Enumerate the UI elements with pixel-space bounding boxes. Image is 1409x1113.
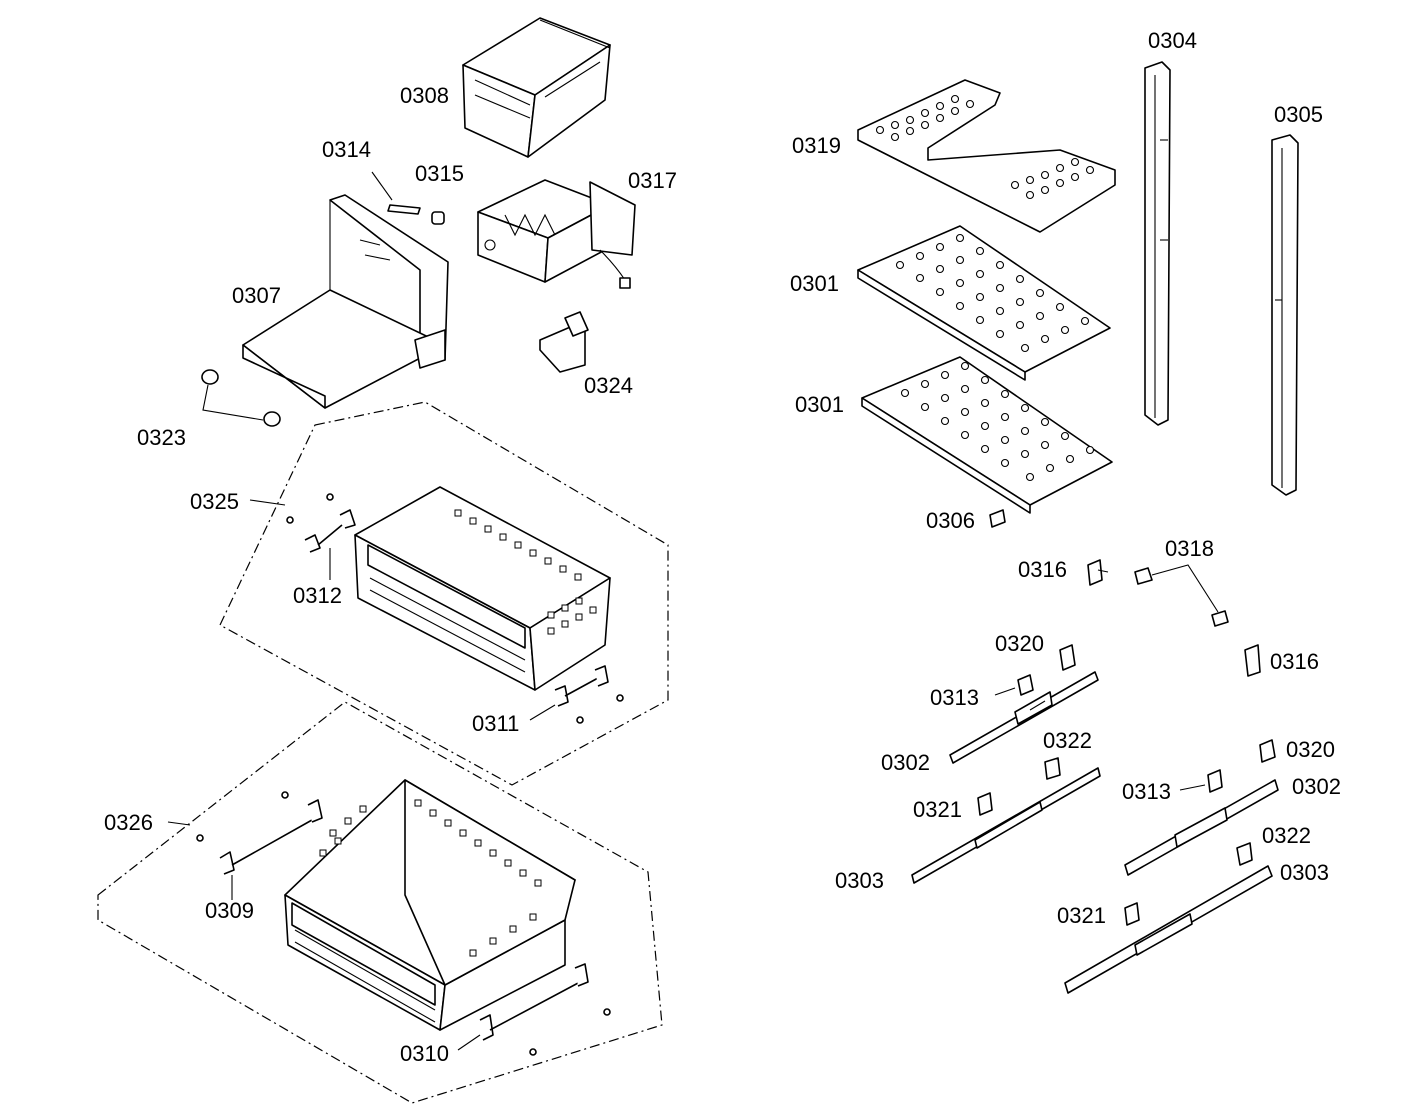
part-0305-vertical-rail: [1271, 134, 1299, 496]
part-0308-ice-container: [462, 17, 611, 158]
part-0317-ice-maker: [477, 179, 636, 289]
label-0324: 0324: [584, 373, 633, 398]
label-0316-right: 0316: [1270, 649, 1319, 674]
label-0310: 0310: [400, 1041, 449, 1066]
label-0320-right: 0320: [1286, 737, 1335, 762]
label-0325: 0325: [190, 489, 239, 514]
label-0302-left: 0302: [881, 750, 930, 775]
part-0319-notched-shelf: [857, 79, 1116, 233]
label-0318: 0318: [1165, 536, 1214, 561]
part-0316-clip-right: [1244, 644, 1261, 677]
label-0312: 0312: [293, 583, 342, 608]
part-0318-clip-b: [1211, 610, 1229, 627]
part-0309-drawer-slide: [196, 791, 323, 900]
label-0309: 0309: [205, 898, 254, 923]
label-0306: 0306: [926, 508, 975, 533]
part-0301-shelf-lower: [861, 356, 1113, 514]
part-0320-slide-clip-right: [1259, 739, 1276, 763]
label-0301-lower: 0301: [795, 392, 844, 417]
label-0322-right: 0322: [1262, 823, 1311, 848]
part-0321-slide-clip-right: [1124, 902, 1140, 926]
label-0321-right: 0321: [1057, 903, 1106, 928]
assembly-outline-0326: [97, 701, 663, 1104]
part-0322-slide-stop-right: [1236, 842, 1253, 866]
label-0311: 0311: [472, 711, 519, 736]
part-0322-slide-stop-left: [1044, 757, 1061, 780]
label-0322-left: 0322: [1043, 728, 1092, 753]
part-0316-clip-left: [1087, 559, 1103, 586]
label-0302-right: 0302: [1292, 774, 1341, 799]
part-0313-slide-stop-right: [1207, 769, 1223, 793]
part-0320-slide-clip-left: [1059, 644, 1076, 671]
part-0301-shelf-upper: [857, 225, 1111, 381]
label-0303-left: 0303: [835, 868, 884, 893]
part-0323-feet: [201, 369, 281, 427]
part-0318-clip-a: [1134, 567, 1153, 585]
part-0325-upper-drawer: [354, 486, 611, 691]
part-0302-slide-right: [1124, 779, 1279, 876]
label-0313-left: 0313: [930, 685, 979, 710]
part-0313-slide-stop-left: [1017, 674, 1034, 696]
part-0306-clip: [989, 509, 1006, 528]
label-0314: 0314: [322, 137, 371, 162]
part-0315-knob: [431, 211, 445, 225]
assembly-outline-0325: [219, 401, 669, 786]
part-0312-drawer-slide: [286, 493, 356, 580]
label-0305: 0305: [1274, 102, 1323, 127]
label-0320-left: 0320: [995, 631, 1044, 656]
part-0321-slide-clip-left: [977, 792, 993, 816]
label-0304: 0304: [1148, 28, 1197, 53]
label-0326: 0326: [104, 810, 153, 835]
label-0319: 0319: [792, 133, 841, 158]
part-0303-slide-left: [911, 767, 1101, 884]
label-0313-right: 0313: [1122, 779, 1171, 804]
part-0307-tray-housing: [242, 194, 449, 409]
part-0326-lower-drawer: [284, 779, 576, 1031]
label-0301-upper: 0301: [790, 271, 839, 296]
label-0307: 0307: [232, 283, 281, 308]
part-0311-drawer-slide: [529, 665, 624, 724]
part-0310-drawer-slide: [457, 963, 611, 1056]
part-0314-strip: [387, 204, 421, 215]
label-0323: 0323: [137, 425, 186, 450]
label-0303-right: 0303: [1280, 860, 1329, 885]
part-0303-slide-right: [1064, 865, 1273, 994]
label-0315: 0315: [415, 161, 464, 186]
part-0304-vertical-rail: [1144, 61, 1171, 426]
label-0321-left: 0321: [913, 797, 962, 822]
part-0324-bracket: [539, 311, 589, 373]
label-0316-left: 0316: [1018, 557, 1067, 582]
label-0317: 0317: [628, 168, 677, 193]
label-0308: 0308: [400, 83, 449, 108]
part-0302-slide-left: [949, 671, 1099, 764]
